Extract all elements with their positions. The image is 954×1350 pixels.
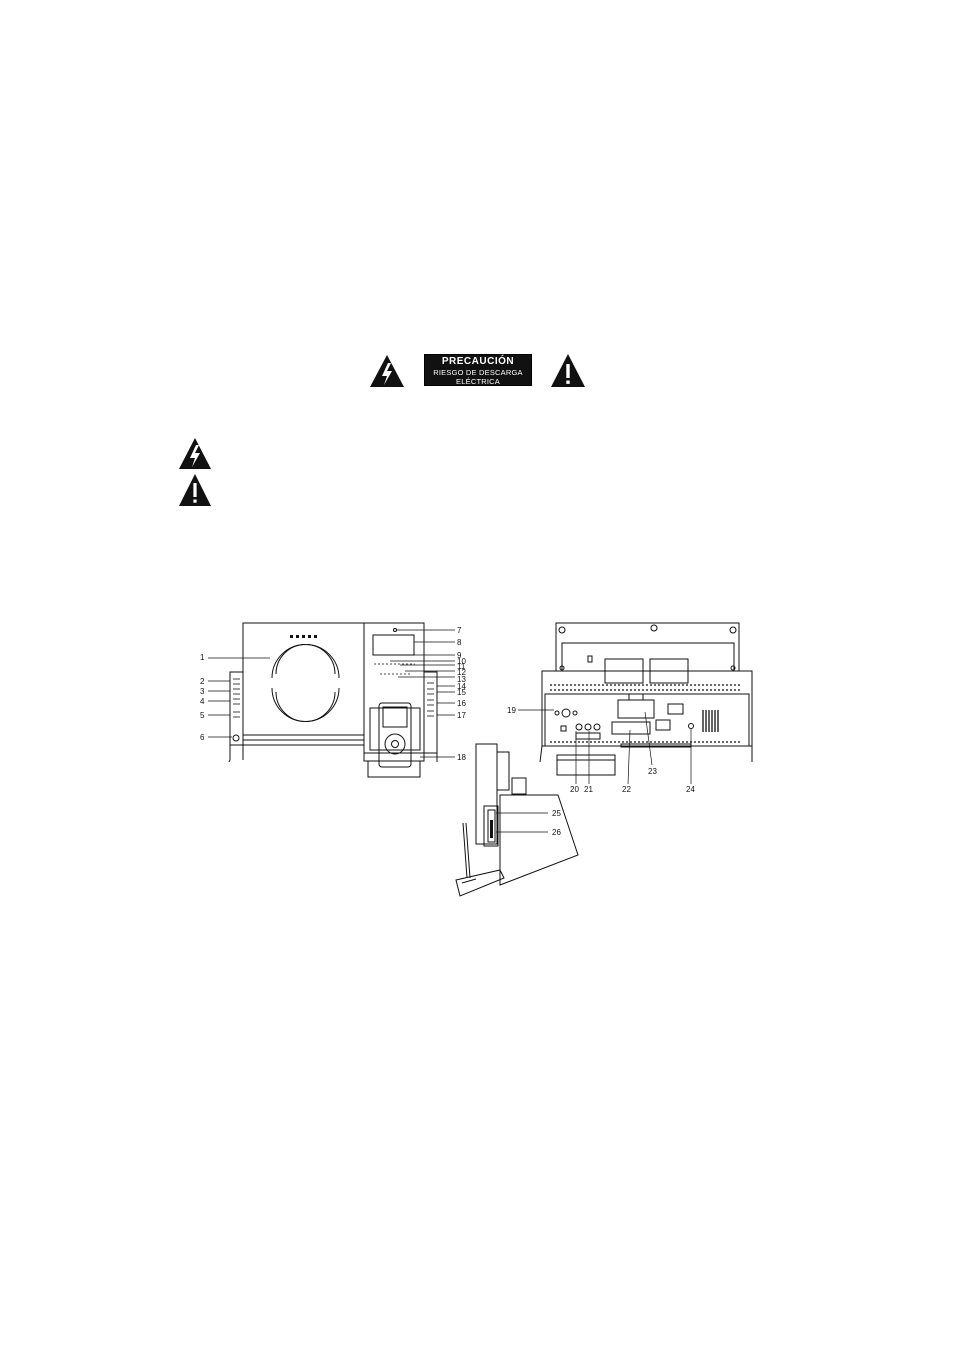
callout-20: 20 — [570, 785, 579, 794]
callout-17: 17 — [457, 711, 466, 720]
callout-25: 25 — [552, 809, 561, 818]
callout-19: 19 — [507, 706, 516, 715]
header-lightning-warning-icon — [370, 355, 404, 387]
callout-4: 4 — [200, 697, 205, 706]
caution-label: PRECAUCIÓN RIESGO DE DESCARGA ELÉCTRICA — [424, 354, 532, 386]
callout-1: 1 — [200, 653, 205, 662]
caution-line-2: ELÉCTRICA — [456, 377, 500, 386]
callout-5: 5 — [200, 711, 205, 720]
callout-6: 6 — [200, 733, 205, 742]
callout-9: 9 — [457, 651, 462, 660]
callout-24: 24 — [686, 785, 695, 794]
caution-title: PRECAUCIÓN — [441, 356, 515, 367]
callout-7: 7 — [457, 626, 462, 635]
side-view-diagram — [455, 743, 579, 897]
callout-12: 12 — [457, 668, 466, 677]
callout-10: 10 — [457, 657, 466, 666]
caution-line-1: RIESGO DE DESCARGA — [433, 368, 523, 377]
callout-15: 15 — [457, 688, 466, 697]
rear-view-diagram — [518, 622, 753, 785]
callout-26: 26 — [552, 828, 561, 837]
callout-22: 22 — [622, 785, 631, 794]
side-lightning-warning-icon — [179, 438, 211, 469]
header-exclamation-warning-icon — [551, 354, 585, 387]
callout-11: 11 — [457, 662, 466, 671]
callout-13: 13 — [457, 675, 466, 684]
side-exclamation-warning-icon — [179, 474, 211, 506]
callout-16: 16 — [457, 699, 466, 708]
callout-23: 23 — [648, 767, 657, 776]
callout-18: 18 — [457, 753, 466, 762]
front-view-diagram — [208, 622, 455, 778]
callout-8: 8 — [457, 638, 462, 647]
callout-14: 14 — [457, 682, 466, 691]
callout-3: 3 — [200, 687, 205, 696]
callout-21: 21 — [584, 785, 593, 794]
callout-2: 2 — [200, 677, 205, 686]
